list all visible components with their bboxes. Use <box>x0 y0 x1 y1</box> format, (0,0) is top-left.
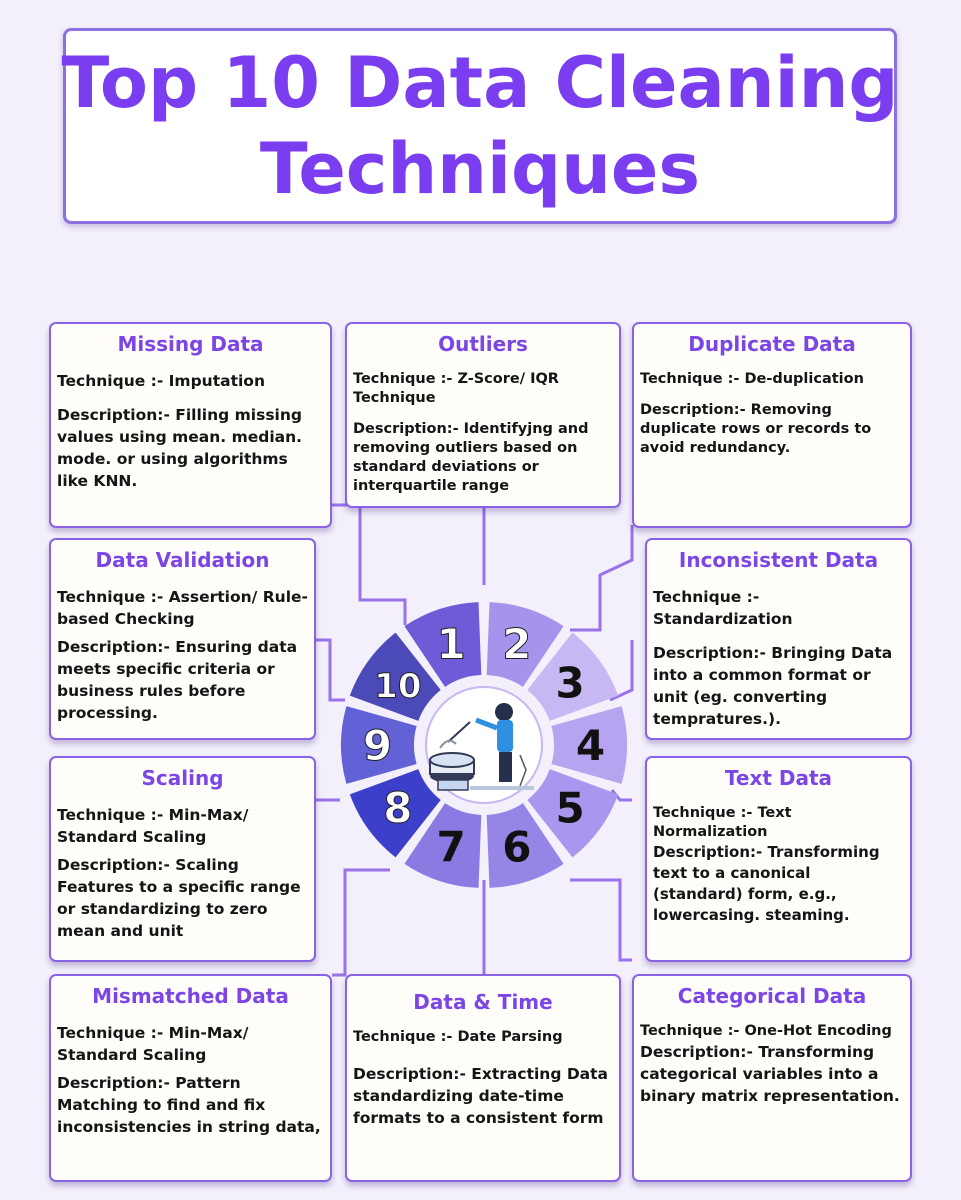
connector-6 <box>570 878 632 962</box>
card-title: Data Validation <box>95 548 270 572</box>
wheel-number-10: 10 <box>374 666 421 706</box>
card-title: Text Data <box>724 766 833 790</box>
card-description: Description:- Removing duplicate rows or… <box>640 402 872 456</box>
card-duplicate-data: Duplicate Data Technique :- De-duplicati… <box>632 322 912 528</box>
wheel-segment-4 <box>551 706 627 784</box>
wheel-number-4: 4 <box>576 721 605 770</box>
card-missing-data: Missing Data Technique :- Imputation Des… <box>49 322 332 528</box>
card-title: Data & Time <box>413 990 553 1014</box>
title-line-2: Techniques <box>259 128 701 210</box>
card-description: Description:- Transforming categorical v… <box>640 1043 900 1105</box>
card-description: Description:- Scaling Features to a spec… <box>57 856 301 940</box>
connector-8 <box>332 868 390 977</box>
card-technique: Technique :- De-duplication <box>640 371 864 387</box>
wheel-segment-3 <box>527 632 619 721</box>
card-description: Description:- Identifyjng and removing o… <box>353 421 589 494</box>
card-scaling: Scaling Technique :- Min-Max/ Standard S… <box>49 756 316 962</box>
card-title: Inconsistent Data <box>678 548 879 572</box>
card-text-data: Text Data Technique :- Text Normalizatio… <box>645 756 912 962</box>
card-title: Mismatched Data <box>92 984 289 1008</box>
card-description: Description:- Extracting Data standardiz… <box>353 1065 609 1127</box>
card-technique: Technique :- Standardization <box>653 588 793 628</box>
wheel-number-6: 6 <box>502 822 531 871</box>
card-description: Description:- Bringing Data into a commo… <box>653 644 893 728</box>
wheel-segment-2 <box>486 602 564 687</box>
title-line-1: Top 10 Data Cleaning <box>61 42 899 124</box>
title-box: Top 10 Data Cleaning Techniques <box>61 28 899 224</box>
card-categorical-data: Categorical Data Technique :- One-Hot En… <box>632 974 912 1182</box>
card-title: Categorical Data <box>677 984 867 1008</box>
card-title: Scaling <box>141 766 224 790</box>
card-technique: Technique :- One-Hot Encoding <box>640 1023 892 1039</box>
wheel-number-2: 2 <box>502 620 531 669</box>
card-technique: Technique :- Min-Max/ Standard Scaling <box>57 806 249 846</box>
card-outliers: Outliers Technique :- Z-Score/ IQR Techn… <box>345 322 621 508</box>
analyst-illustration <box>425 686 543 804</box>
card-description: Description:- Ensuring data meets specif… <box>57 638 298 722</box>
wheel-number-9: 9 <box>363 721 392 770</box>
wheel-segment-10 <box>349 632 441 721</box>
wheel-segment-9 <box>341 706 417 784</box>
card-technique: Technique :- Imputation <box>57 372 265 390</box>
connector-1 <box>332 503 407 625</box>
card-technique: Technique :- Date Parsing <box>353 1029 563 1045</box>
card-technique: Technique :- Text Normalization <box>653 805 792 840</box>
card-technique: Technique :- Z-Score/ IQR Technique <box>353 371 559 406</box>
card-inconsistent-data: Inconsistent Data Technique :- Standardi… <box>645 538 912 740</box>
card-technique: Technique :- Assertion/ Rule-based Check… <box>57 588 308 628</box>
connector-3 <box>570 525 634 632</box>
wheel-segment-5 <box>527 769 619 858</box>
wheel-segment-7 <box>404 803 482 888</box>
wheel-segment-1 <box>404 602 482 687</box>
connector-10 <box>316 638 345 702</box>
card-date-time: Data & Time Technique :- Date Parsing De… <box>345 974 621 1182</box>
card-mismatched-data: Mismatched Data Technique :- Min-Max/ St… <box>49 974 332 1182</box>
wheel-number-1: 1 <box>436 620 465 669</box>
card-title: Missing Data <box>117 332 264 356</box>
card-data-validation: Data Validation Technique :- Assertion/ … <box>49 538 316 740</box>
wheel-segments <box>341 602 627 888</box>
wheel-segment-8 <box>349 769 441 858</box>
connector-4 <box>609 640 634 702</box>
wheel-number-3: 3 <box>556 658 585 707</box>
wheel-segment-6 <box>486 803 564 888</box>
card-title: Duplicate Data <box>688 332 856 356</box>
card-title: Outliers <box>438 332 528 356</box>
wheel-number-8: 8 <box>383 784 412 833</box>
wheel-number-7: 7 <box>436 822 465 871</box>
card-technique: Technique :- Min-Max/ Standard Scaling <box>57 1024 249 1064</box>
card-description: Description:- Pattern Matching to find a… <box>57 1074 321 1136</box>
card-description: Description:- Transforming text to a can… <box>653 843 880 924</box>
connector-lines <box>316 503 634 977</box>
wheel-number-5: 5 <box>556 784 585 833</box>
card-description: Description:- Filling missing values usi… <box>57 406 303 490</box>
